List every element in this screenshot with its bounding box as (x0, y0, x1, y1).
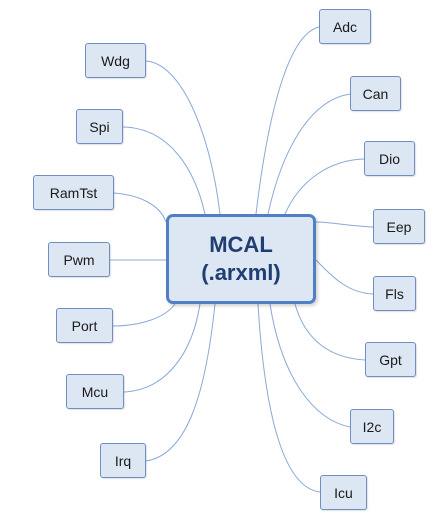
node-mcu: Mcu (66, 374, 124, 409)
center-subtitle: (.arxml) (201, 260, 281, 285)
connector-eep (315, 221, 374, 228)
node-wdg: Wdg (85, 43, 146, 78)
node-irq: Irq (100, 443, 146, 478)
connector-irq (145, 303, 216, 462)
node-port: Port (56, 308, 113, 343)
connector-mcu (123, 303, 201, 393)
connector-wdg (144, 60, 221, 215)
connector-dio (284, 158, 365, 215)
connector-icu (257, 303, 321, 493)
node-dio: Dio (364, 141, 415, 176)
node-adc: Adc (319, 9, 371, 44)
mcal-center-node: MCAL (.arxml) (166, 214, 316, 304)
node-icu: Icu (320, 475, 367, 510)
node-fls: Fls (373, 276, 416, 311)
connector-gpt (294, 303, 366, 361)
node-pwm: Pwm (48, 242, 110, 277)
node-eep: Eep (373, 209, 425, 244)
connector-port (112, 303, 176, 327)
connector-ramtst (113, 192, 167, 223)
connector-i2c (269, 303, 351, 428)
node-ramtst: RamTst (33, 175, 114, 210)
node-can: Can (350, 76, 401, 111)
node-spi: Spi (76, 109, 123, 144)
connector-can (267, 93, 351, 215)
connector-spi (122, 126, 206, 215)
connector-adc (255, 26, 320, 215)
node-gpt: Gpt (365, 342, 416, 377)
center-title: MCAL (209, 232, 273, 257)
node-i2c: I2c (350, 409, 394, 444)
connector-fls (315, 259, 374, 295)
